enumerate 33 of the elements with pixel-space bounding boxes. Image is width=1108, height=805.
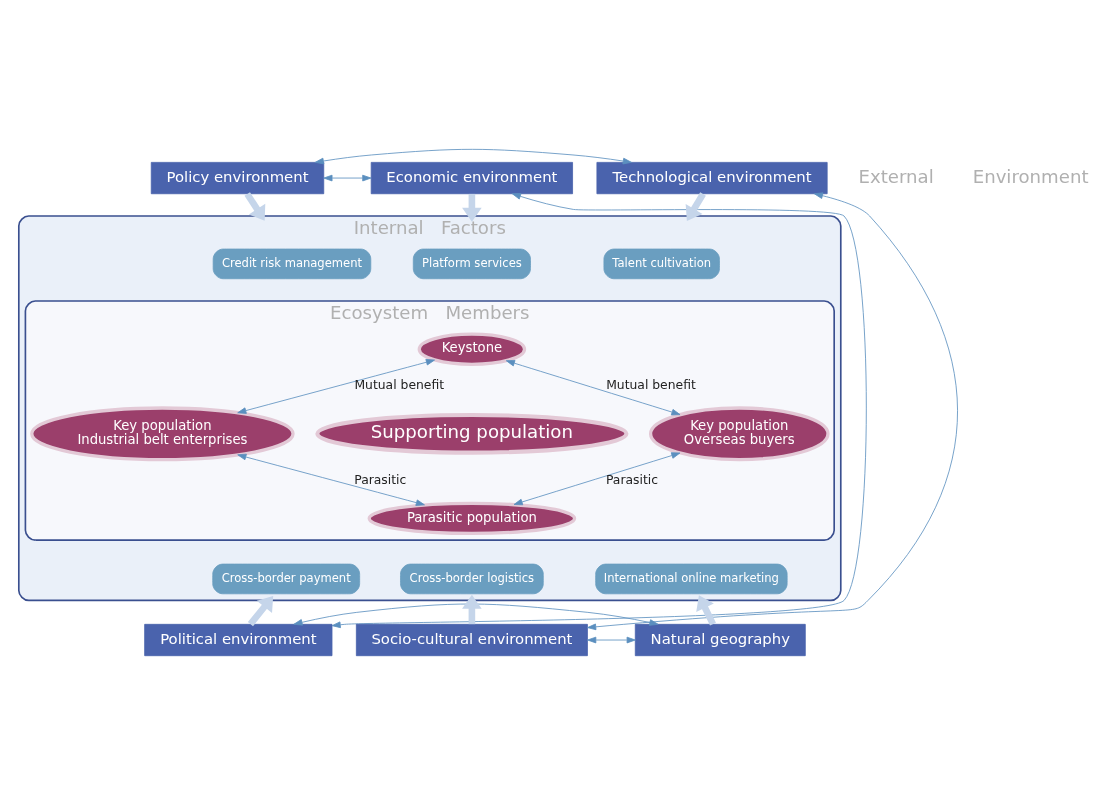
node-box: Talent cultivation [603, 248, 720, 280]
arrow [587, 192, 958, 631]
node-box: Cross-border logistics [400, 563, 544, 595]
node-box: Political environment [144, 623, 333, 657]
node-box: Platform services [412, 248, 531, 280]
node-ellipse: Supporting population [315, 412, 629, 455]
node-box: Policy environment [150, 161, 325, 195]
edge-label: Mutual benefit [354, 378, 445, 393]
arrow [244, 192, 266, 221]
node-box: International online marketing [595, 563, 788, 595]
arrow [237, 358, 435, 414]
arrow [293, 603, 659, 626]
node-box: Economic environment [370, 161, 573, 195]
arrow [247, 595, 274, 627]
arrow [314, 148, 632, 165]
arrow [505, 359, 681, 416]
node-box: Natural geography [634, 623, 806, 657]
arrow [685, 192, 706, 221]
label: Environment [972, 165, 1089, 187]
node-box: Technological environment [596, 161, 828, 195]
edge-label: Parasitic [605, 473, 659, 488]
label: External [858, 165, 934, 187]
arrow [323, 174, 372, 182]
node-box: Cross-border payment [212, 563, 361, 595]
node-box: Credit risk management [212, 248, 372, 280]
arrow [587, 636, 636, 644]
arrow [696, 595, 716, 626]
edge-label: Mutual benefit [606, 378, 696, 393]
arrow [462, 594, 482, 625]
node-box: Socio-cultural environment [355, 623, 588, 657]
arrow [237, 453, 425, 506]
arrow [513, 452, 681, 506]
edge-label: Parasitic [354, 473, 407, 488]
